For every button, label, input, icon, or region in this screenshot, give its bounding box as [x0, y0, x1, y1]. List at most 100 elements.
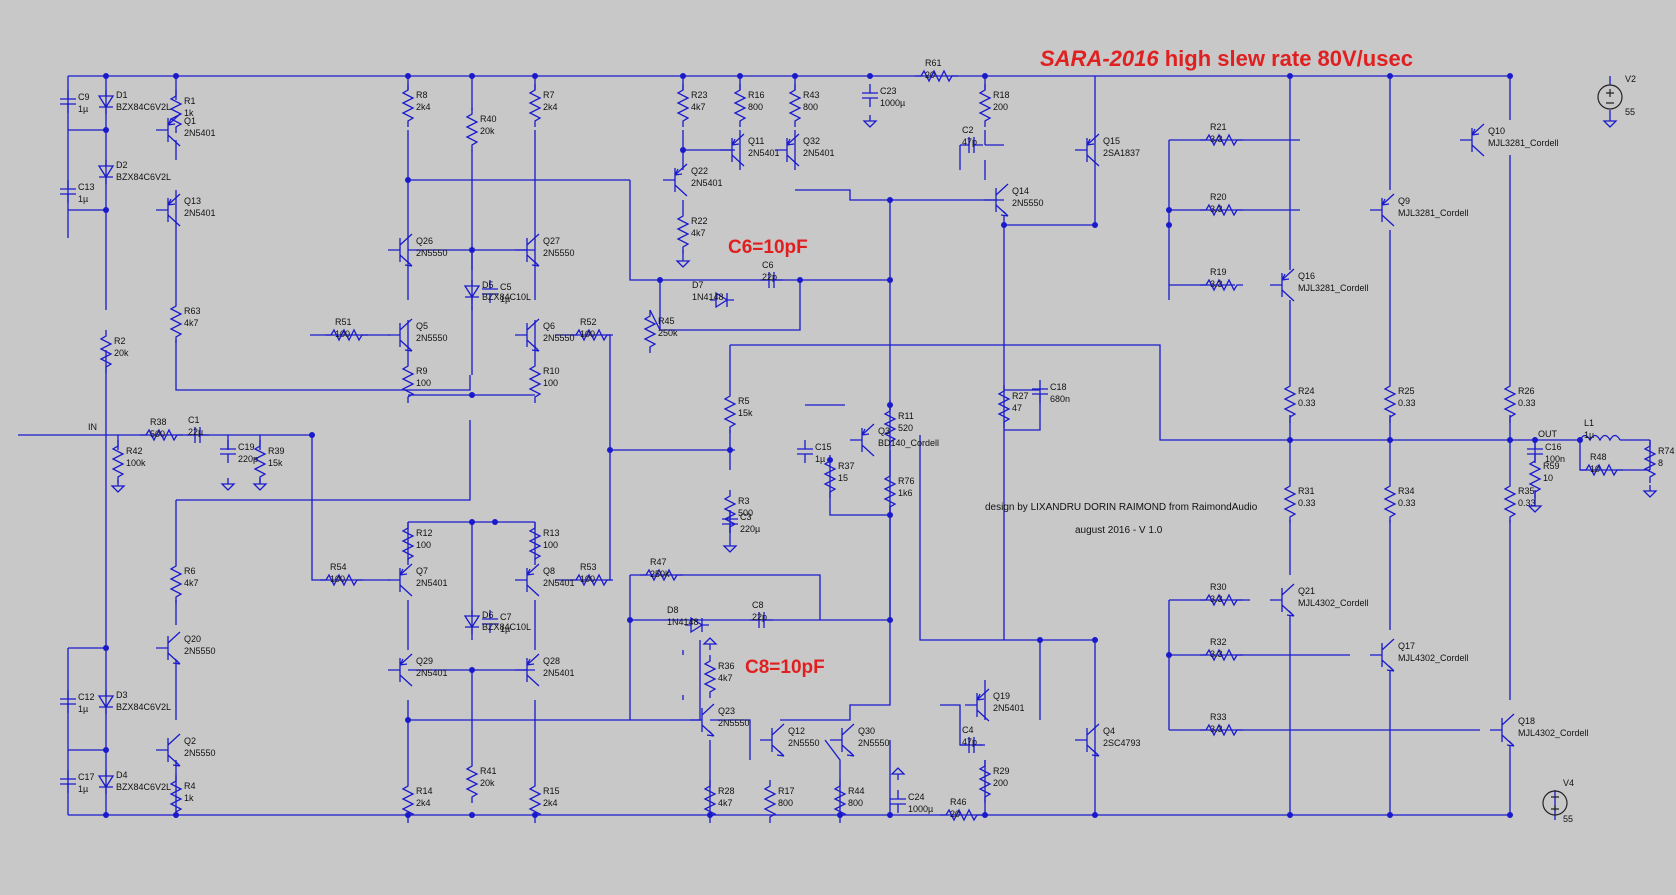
capacitors-15-value: 1µ: [78, 784, 88, 794]
transistors-11-ref: Q10: [1488, 126, 1505, 136]
transistors-17-ref: Q29: [416, 656, 433, 666]
capacitors-5-value: 22p: [762, 272, 777, 282]
diodes-0-value: BZX84C6V2L: [116, 102, 171, 112]
transistors-22-value: 2N5550: [788, 738, 820, 748]
resistors-48-ref: R4: [184, 781, 196, 791]
resistors-33-ref: R74: [1658, 446, 1675, 456]
transistors-28-value: MJL4302_Cordell: [1518, 728, 1589, 738]
transistors-10-ref: Q15: [1103, 136, 1120, 146]
transistors-18-value: 2N5401: [543, 668, 575, 678]
component-layer: R11kR82k4R4020kR72k4R234k7R16800R43800R6…: [59, 58, 1675, 824]
diodes-4-value: BZX84C10L: [482, 622, 531, 632]
diodes-3-value: 1N4148: [692, 292, 724, 302]
resistors-24-value: 0.33: [1398, 398, 1416, 408]
design-credit: design by LIXANDRU DORIN RAIMOND from Ra…: [985, 502, 1258, 513]
resistors-23-value: 0.33: [1298, 398, 1316, 408]
resistors-34-ref: R59: [1543, 461, 1560, 471]
diodes-3-ref: D7: [692, 280, 704, 290]
capacitors-6-value: 1µ: [815, 454, 825, 464]
resistors-42-ref: R53: [580, 562, 597, 572]
resistors-43-ref: R47: [650, 557, 667, 567]
resistors-20-value: 15k: [738, 408, 753, 418]
capacitors-8-value: 22µ: [188, 427, 203, 437]
capacitors-1-value: 1µ: [78, 194, 88, 204]
resistors-11-ref: R20: [1210, 192, 1227, 202]
resistors-28-value: 15k: [268, 458, 283, 468]
resistors-18-ref: R10: [543, 366, 560, 376]
transistors-12-ref: Q9: [1398, 196, 1410, 206]
resistors-33-value: 8: [1658, 458, 1663, 468]
capacitors-14-value: 1µ: [78, 704, 88, 714]
transistors-0-ref: Q1: [184, 116, 196, 126]
transistors-7-ref: Q22: [691, 166, 708, 176]
transistors-15-ref: Q7: [416, 566, 428, 576]
capacitors-11-ref: C16: [1545, 442, 1562, 452]
resistors-54-ref: R44: [848, 786, 865, 796]
transistors-13-value: MJL3281_Cordell: [1298, 283, 1369, 293]
capacitors-1-ref: C13: [78, 182, 95, 192]
resistors-17-ref: R9: [416, 366, 428, 376]
diodes-2-value: BZX84C10L: [482, 292, 531, 302]
resistors-13-value: 4k7: [184, 318, 199, 328]
resistors-5-ref: R16: [748, 90, 765, 100]
resistors-45-value: 3.3: [1210, 594, 1223, 604]
resistors-22-value: 47: [1012, 403, 1022, 413]
supply-value-v2: 55: [1625, 107, 1635, 117]
resistors-21-value: 520: [898, 423, 913, 433]
transistors-17-value: 2N5401: [416, 668, 448, 678]
diode-d7: D7 1N4148: [692, 280, 734, 309]
resistors-16-ref: R52: [580, 317, 597, 327]
resistors-39-ref: R12: [416, 528, 433, 538]
resistors-5-value: 800: [748, 102, 763, 112]
diodes-5-value: 1N4148: [667, 617, 699, 627]
transistors-21-value: 2N5550: [718, 718, 750, 728]
transistors-11-value: MJL3281_Cordell: [1488, 138, 1559, 148]
transistors-8-value: 2N5401: [803, 148, 835, 158]
transistors-14-ref: Q3: [878, 426, 890, 436]
transistors-27-ref: Q17: [1398, 641, 1415, 651]
capacitors-4-value: 47p: [962, 137, 977, 147]
capacitors-2-ref: C5: [500, 282, 512, 292]
net-label-in: IN: [88, 422, 97, 432]
resistors-56-ref: R29: [993, 766, 1010, 776]
resistors-19-value: 250k: [658, 328, 678, 338]
resistors-15-value: 100: [335, 329, 350, 339]
capacitors-10-value: 220µ: [740, 524, 760, 534]
resistors-24-ref: R25: [1398, 386, 1415, 396]
transistors-9-value: 2N5550: [1012, 198, 1044, 208]
resistors-41-ref: R54: [330, 562, 347, 572]
inductors-0-value: 1µ: [1584, 430, 1594, 440]
resistors-44-ref: R36: [718, 661, 735, 671]
transistors-8-ref: Q32: [803, 136, 820, 146]
resistors-49-ref: R14: [416, 786, 433, 796]
resistors-41-value: 100: [330, 574, 345, 584]
transistors-5-ref: Q6: [543, 321, 555, 331]
